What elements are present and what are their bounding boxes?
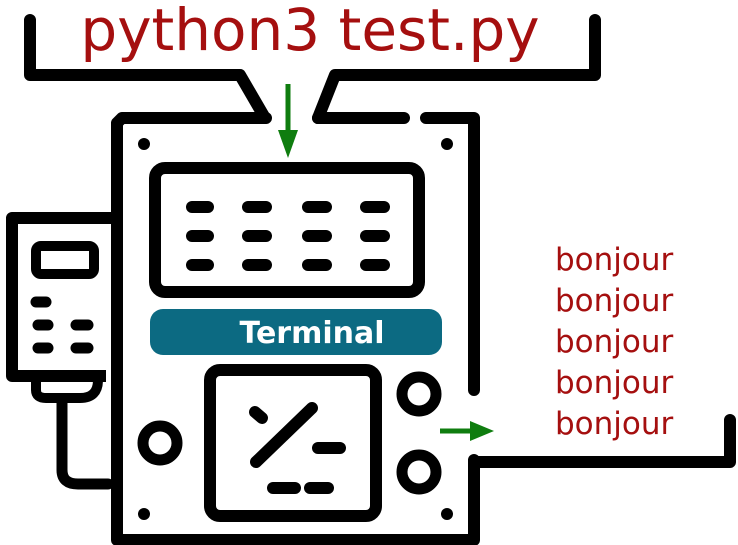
input-bracket-right [312, 14, 601, 124]
keypad-remote-icon [6, 212, 114, 490]
command-text: python3 test.py [80, 0, 539, 64]
terminal-label: Terminal [239, 316, 384, 351]
knob-upper-right [396, 371, 442, 417]
input-arrow-icon [278, 84, 298, 158]
display-panel [149, 162, 425, 298]
machine-icon [111, 112, 480, 545]
screen-icon [204, 364, 382, 522]
output-line: bonjour [555, 324, 674, 360]
percent-icon [249, 402, 346, 494]
output-line: bonjour [555, 242, 674, 278]
output-arrow-icon [440, 421, 494, 441]
knob-lower-right [396, 449, 442, 495]
output-line: bonjour [555, 365, 674, 401]
terminal-badge [150, 309, 442, 355]
knob-left [137, 420, 183, 466]
output-line: bonjour [555, 406, 674, 442]
output-line: bonjour [555, 283, 674, 319]
output-bracket [468, 414, 736, 468]
output-text: bonjour bonjour bonjour bonjour bonjour [555, 242, 674, 442]
display-dashes [186, 201, 390, 271]
input-bracket [24, 14, 271, 124]
